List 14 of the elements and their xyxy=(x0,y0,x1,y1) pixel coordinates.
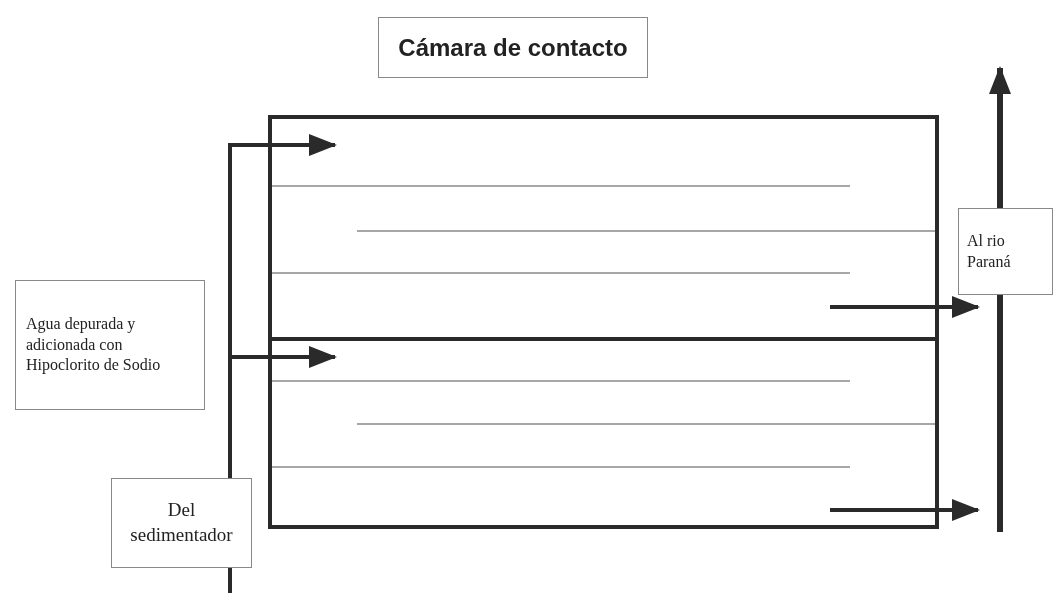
pipe-line xyxy=(997,295,1003,532)
flow-arrow xyxy=(830,296,980,318)
label-text: Al rio Paraná xyxy=(967,230,1012,272)
label-text: Del sedimentador xyxy=(129,498,234,547)
text-box xyxy=(958,208,1053,295)
pipe-line xyxy=(228,568,232,593)
flow-arrow xyxy=(228,346,337,478)
text-box xyxy=(15,280,205,410)
title-text: Cámara de contacto xyxy=(398,32,628,63)
flow-arrow xyxy=(830,499,980,521)
flow-arrow xyxy=(989,66,1011,208)
text-box xyxy=(111,478,252,568)
label-text: Agua depurada y adicionada con Hipoclorito de Sodio xyxy=(26,313,162,376)
text-box xyxy=(378,17,648,78)
